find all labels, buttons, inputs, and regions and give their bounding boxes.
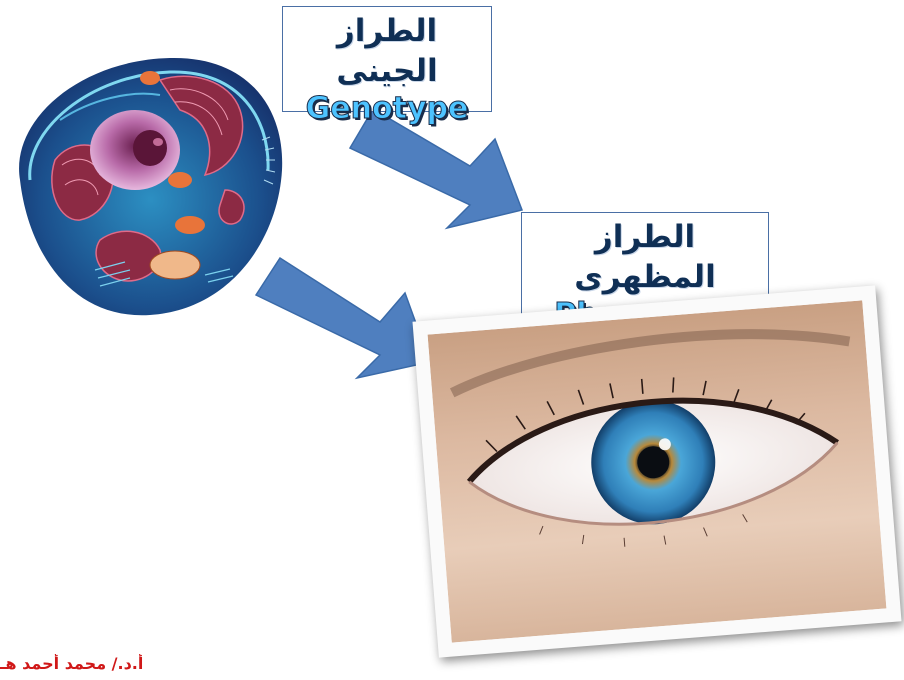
eye-photo [428,300,887,642]
genotype-arabic-label: الطراز الجينى [283,11,491,91]
genotype-label-box: الطراز الجينى Genotype [282,6,492,112]
lower-arrow [256,258,430,378]
phenotype-arabic-label: الطراز المظهرى [522,217,768,297]
author-signature: أ.د./ محمد أحمد هـ [0,654,170,676]
eye-photo-frame [412,285,901,657]
genotype-english-label: Genotype [283,91,491,127]
